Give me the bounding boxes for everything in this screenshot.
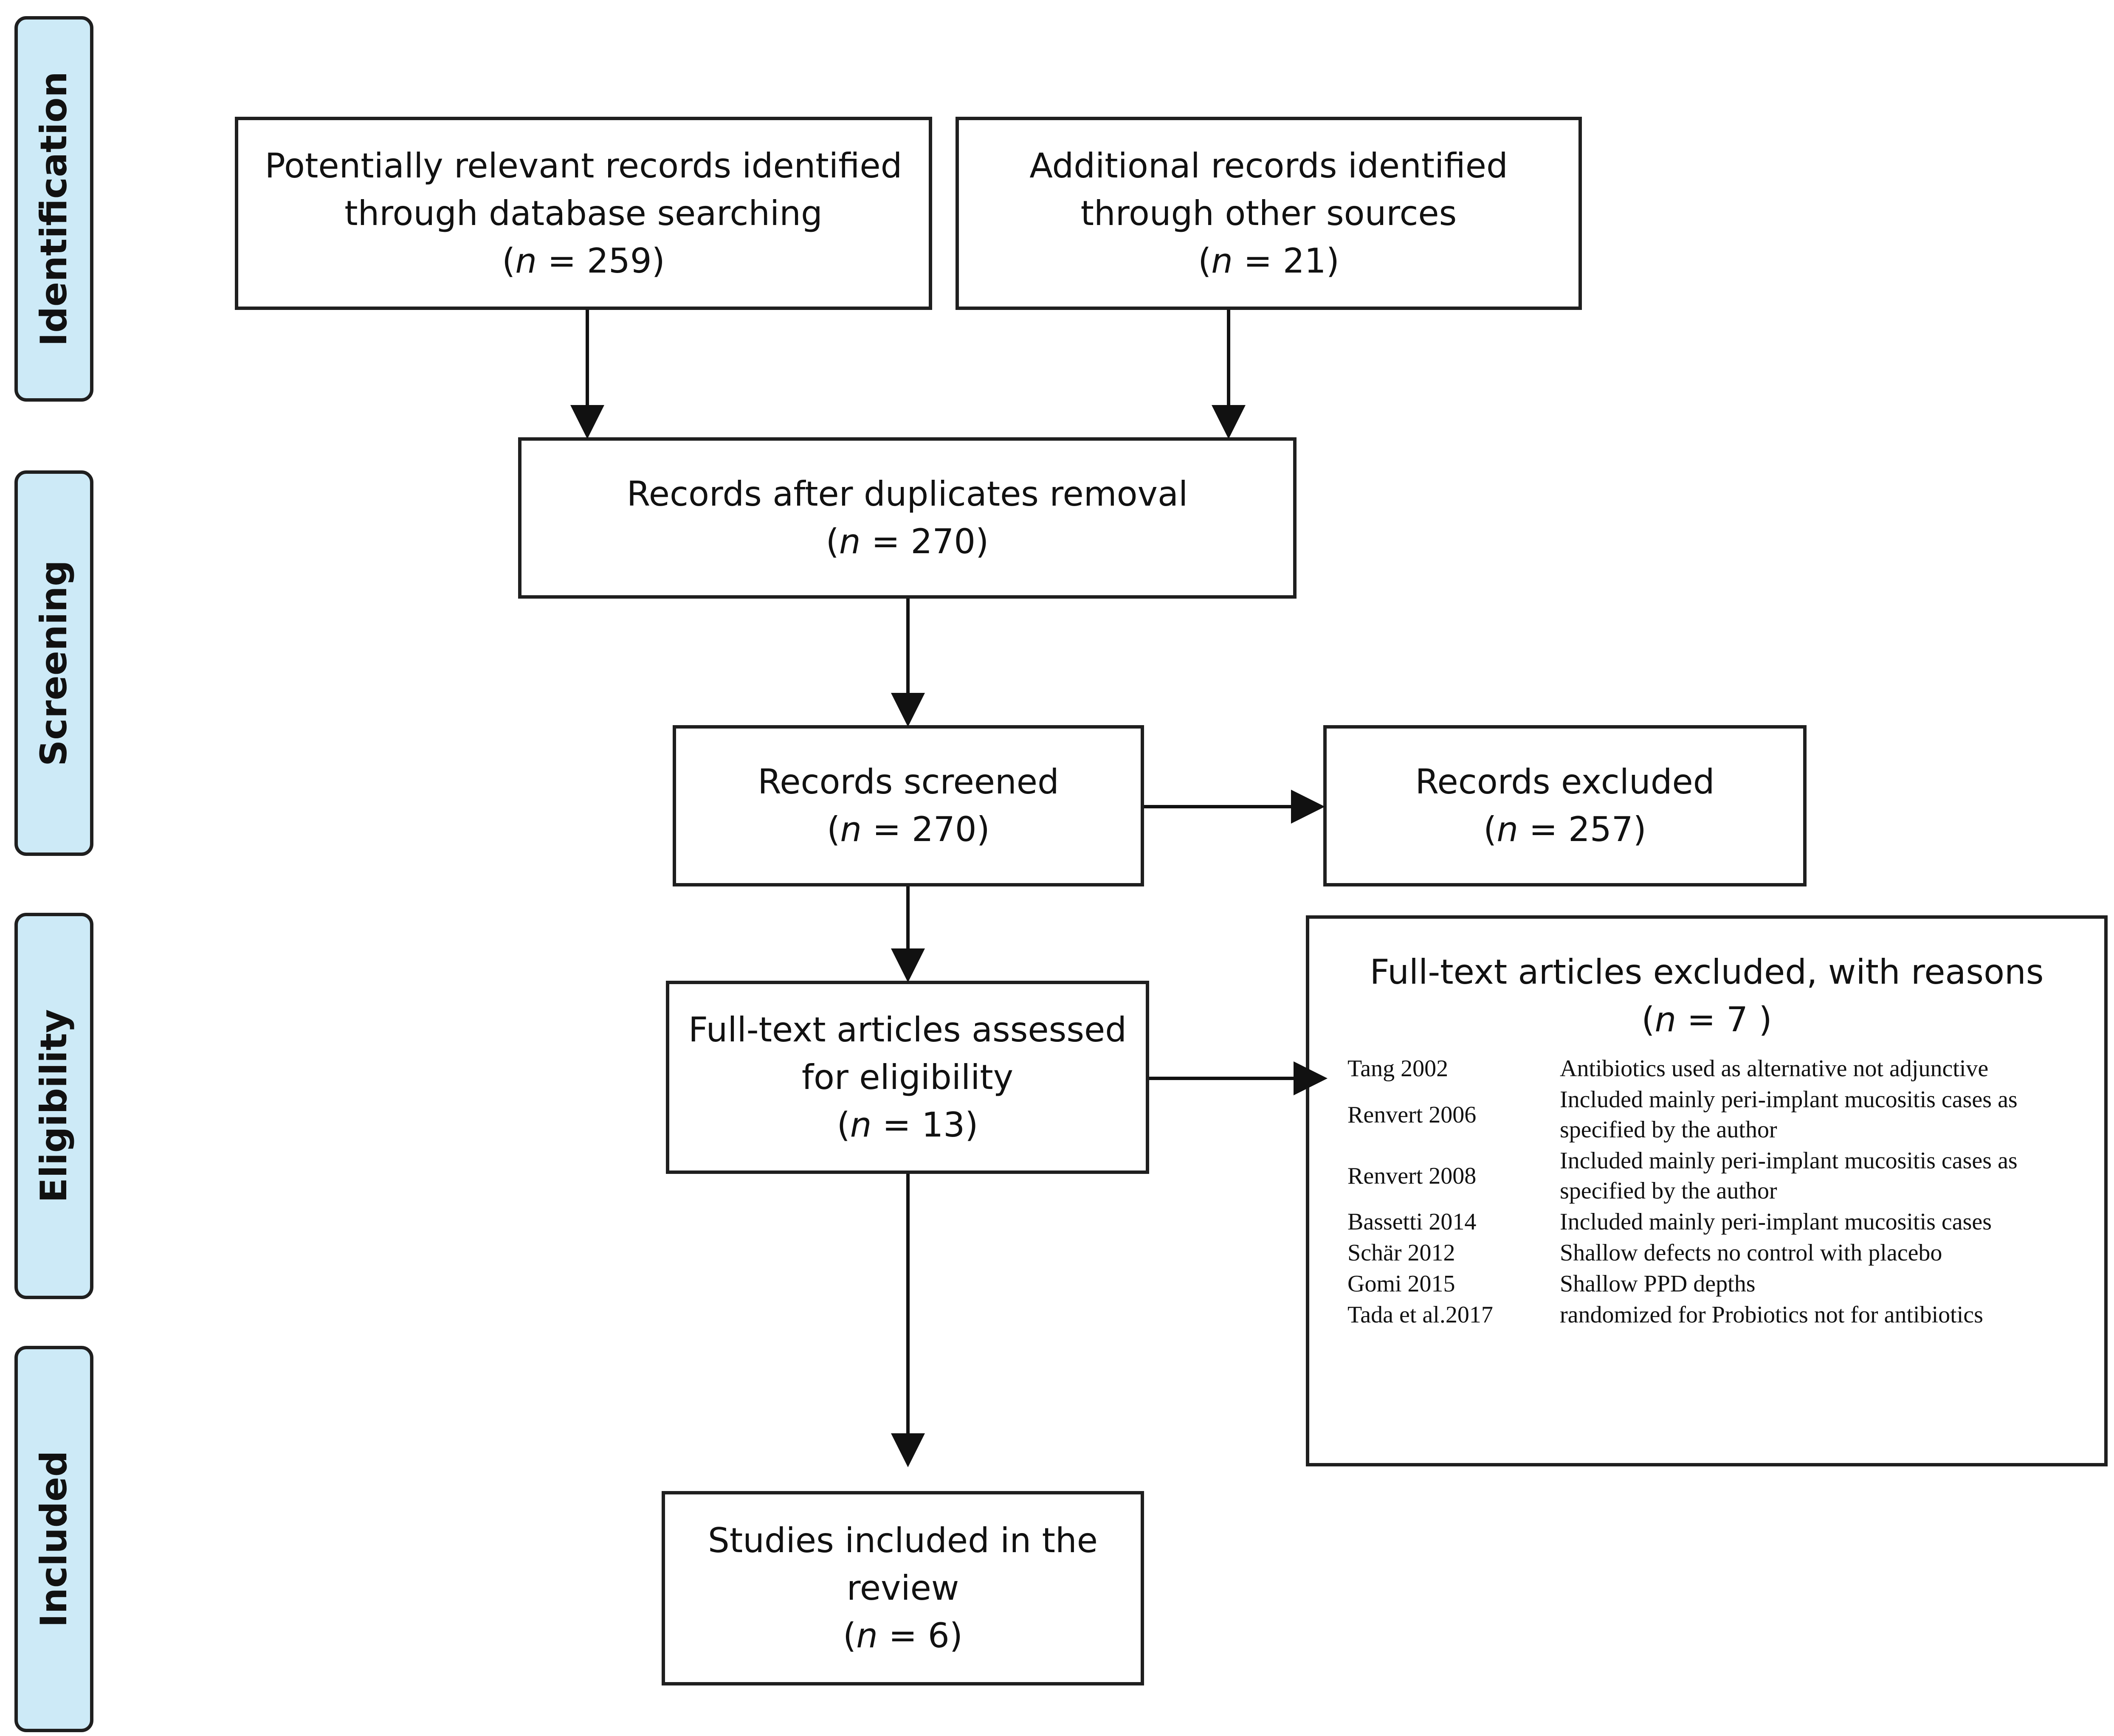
box-text-line: Records after duplicates removal (626, 474, 1188, 514)
record-count: (n = 259) (502, 237, 665, 285)
duplicates-removed-box: Records after duplicates removal (n = 27… (518, 437, 1297, 599)
records-screened-box: Records screened (n = 270) (673, 725, 1144, 886)
count-symbol: n (1211, 241, 1233, 281)
list-item: Renvert 2006 Included mainly peri-implan… (1309, 1085, 2104, 1145)
count-prefix: ( (826, 522, 839, 561)
count-value: = 257) (1518, 810, 1646, 849)
fulltext-assessed-box: Full-text articles assessed for eligibil… (666, 981, 1149, 1174)
exclusion-reason: randomized for Probiotics not for antibi… (1560, 1302, 1983, 1328)
list-item: Tada et al.2017 randomized for Probiotic… (1309, 1300, 2104, 1330)
box-text-line: Records screened (758, 762, 1059, 802)
excluded-study: Renvert 2008 (1347, 1162, 1477, 1189)
record-count: (n = 270) (827, 806, 990, 853)
count-prefix: ( (837, 1105, 850, 1145)
box-text-line: Additional records identified (1029, 146, 1508, 186)
count-symbol: n (856, 1616, 878, 1655)
count-value: = 7 ) (1676, 1000, 1772, 1039)
record-count: (n = 21) (1198, 237, 1339, 285)
excluded-study: Tang 2002 (1347, 1055, 1449, 1082)
count-prefix: ( (827, 810, 840, 849)
count-symbol: n (839, 522, 861, 561)
box-text-line: through other sources (1080, 193, 1457, 233)
database-search-box: Potentially relevant records identified … (235, 117, 932, 310)
list-item: Tang 2002 Antibiotics used as alternativ… (1309, 1054, 2104, 1084)
included-studies-box: Studies included in the review (n = 6) (662, 1491, 1144, 1685)
excluded-study: Gomi 2015 (1347, 1271, 1455, 1297)
exclusion-reasons-list: Tang 2002 Antibiotics used as alternativ… (1309, 1054, 2104, 1331)
exclusion-reason: Included mainly peri-implant mucositis c… (1560, 1086, 2018, 1143)
count-prefix: ( (1198, 241, 1212, 281)
exclusion-reason: Shallow PPD depths (1560, 1271, 1756, 1297)
count-value: = 259) (537, 241, 665, 281)
box-text-line: review (846, 1568, 959, 1608)
box-text-line: Potentially relevant records identified (265, 146, 902, 186)
count-value: = 21) (1233, 241, 1339, 281)
box-text-line: for eligibility (801, 1057, 1014, 1097)
excluded-study: Tada et al.2017 (1347, 1302, 1493, 1328)
count-prefix: ( (843, 1616, 857, 1655)
box-text-line: Full-text articles assessed (688, 1010, 1127, 1049)
count-value: = 270) (860, 522, 989, 561)
count-symbol: n (1655, 1000, 1677, 1039)
exclusion-reason: Included mainly peri-implant mucositis c… (1560, 1148, 2018, 1204)
fulltext-excluded-box: Full-text articles excluded, with reason… (1306, 915, 2108, 1466)
excluded-study: Bassetti 2014 (1347, 1209, 1477, 1235)
phase-eligibility: Eligibility (14, 913, 93, 1299)
record-count: (n = 13) (837, 1101, 978, 1149)
count-prefix: ( (502, 241, 516, 281)
box-text-line: Studies included in the (708, 1521, 1098, 1560)
list-item: Gomi 2015 Shallow PPD depths (1309, 1269, 2104, 1299)
exclusion-reason: Included mainly peri-implant mucositis c… (1560, 1209, 1992, 1235)
record-count: (n = 257) (1483, 806, 1646, 853)
list-item: Renvert 2008 Included mainly peri-implan… (1309, 1146, 2104, 1206)
box-text-line: through database searching (344, 193, 823, 233)
list-item: Bassetti 2014 Included mainly peri-impla… (1309, 1207, 2104, 1237)
count-symbol: n (850, 1105, 872, 1145)
exclusion-reason: Antibiotics used as alternative not adju… (1560, 1055, 1989, 1082)
record-count: (n = 270) (826, 518, 989, 566)
count-symbol: n (1497, 810, 1519, 849)
phase-screening: Screening (14, 470, 93, 856)
count-prefix: ( (1483, 810, 1497, 849)
phase-included: Included (14, 1346, 93, 1732)
count-value: = 13) (871, 1105, 978, 1145)
count-symbol: n (840, 810, 862, 849)
count-value: = 6) (877, 1616, 963, 1655)
record-count: (n = 6) (843, 1612, 963, 1660)
excluded-study: Schär 2012 (1347, 1240, 1455, 1266)
records-excluded-box: Records excluded (n = 257) (1323, 725, 1807, 886)
box-text-line: Full-text articles excluded, with reason… (1370, 952, 2044, 992)
box-text-line: Records excluded (1415, 762, 1715, 802)
exclusion-reason: Shallow defects no control with placebo (1560, 1240, 1942, 1266)
list-item: Schär 2012 Shallow defects no control wi… (1309, 1238, 2104, 1268)
count-prefix: ( (1641, 1000, 1655, 1039)
excluded-study: Renvert 2006 (1347, 1101, 1477, 1128)
other-sources-box: Additional records identified through ot… (956, 117, 1582, 310)
phase-identification: Identification (14, 16, 93, 402)
count-symbol: n (515, 241, 537, 281)
count-value: = 270) (862, 810, 990, 849)
record-count: (n = 7 ) (1641, 996, 1772, 1044)
